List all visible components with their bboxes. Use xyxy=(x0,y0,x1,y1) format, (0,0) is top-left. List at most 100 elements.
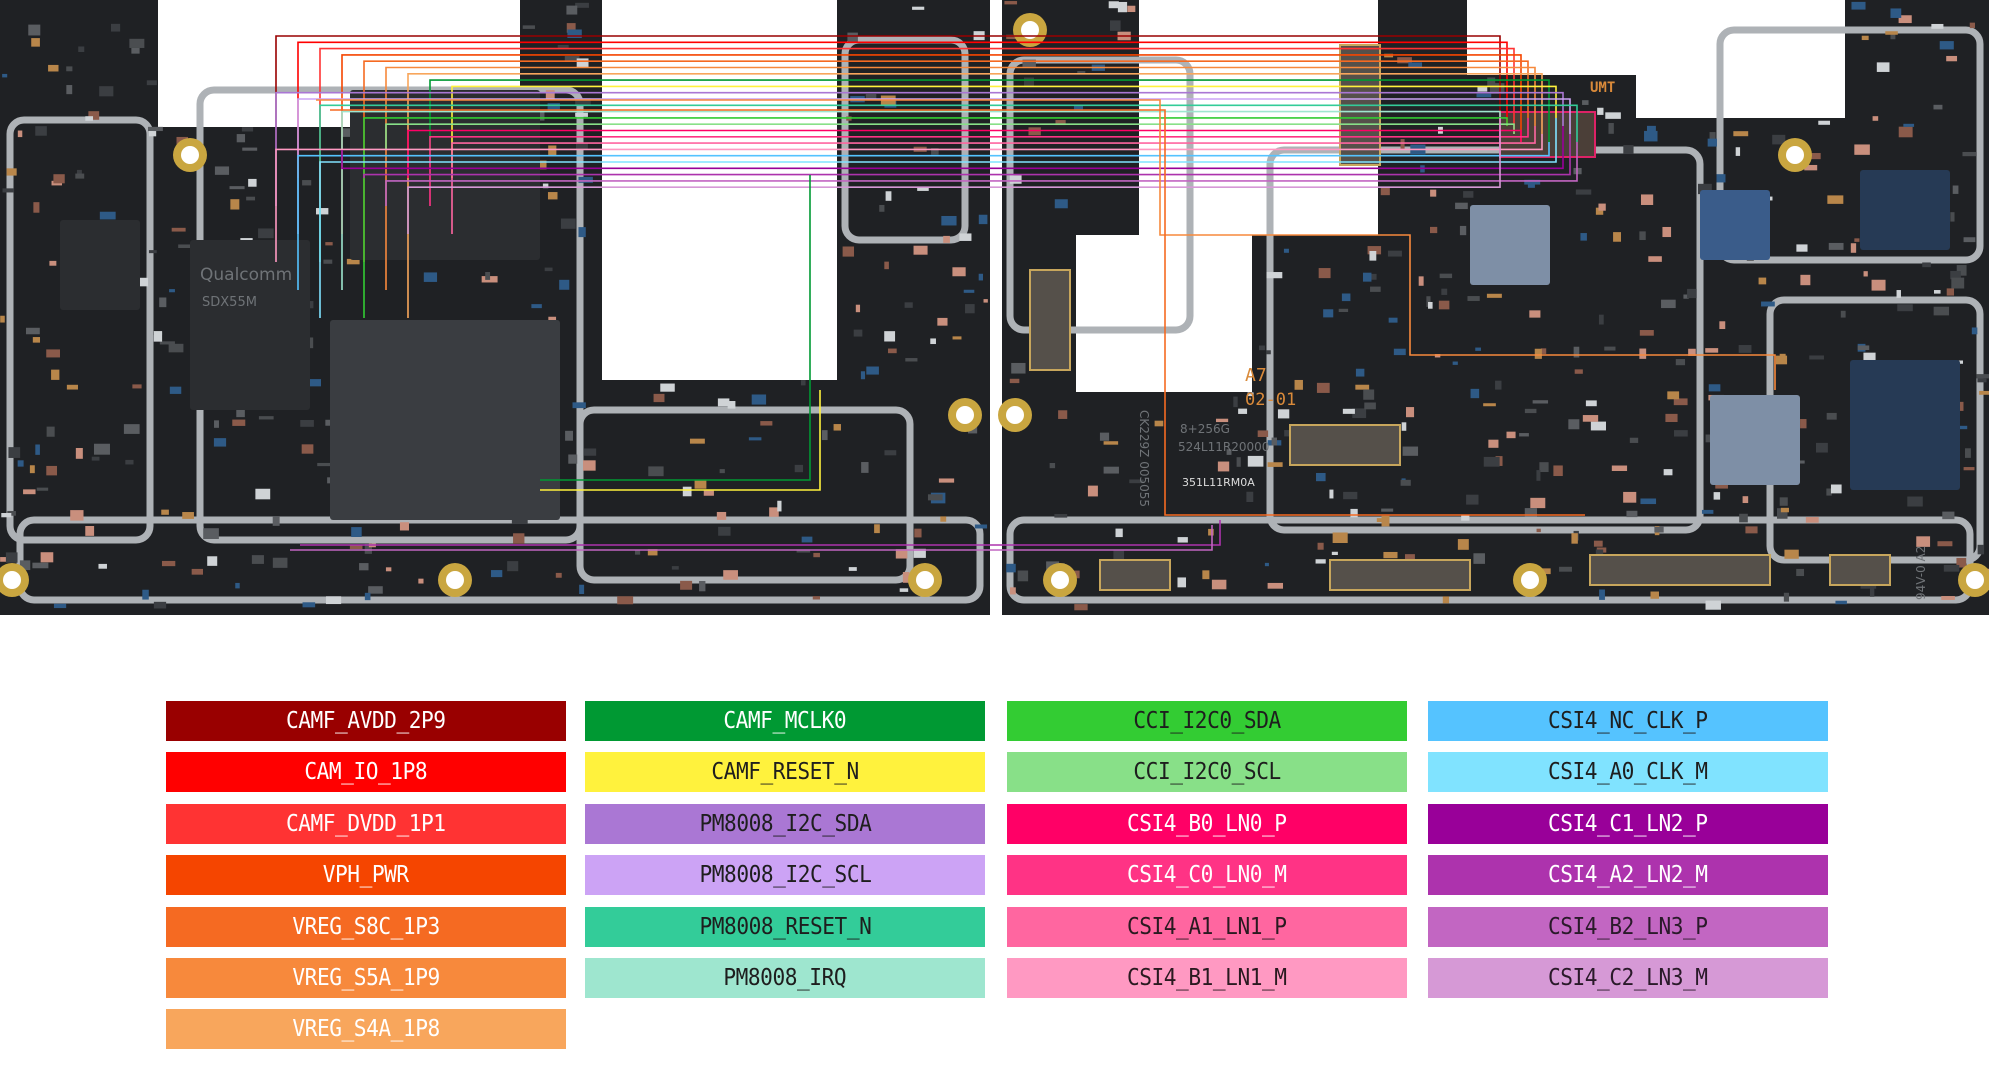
legend-item: CSI4_C2_LN3_M xyxy=(1428,958,1828,998)
smd-component xyxy=(940,516,947,522)
smd-component xyxy=(983,299,988,303)
smd-component xyxy=(1857,345,1870,351)
smd-component xyxy=(125,459,134,465)
smd-component xyxy=(801,536,813,543)
smd-component xyxy=(566,5,578,15)
smd-component xyxy=(1977,378,1987,383)
ic-chip xyxy=(60,220,140,310)
smd-component xyxy=(1593,540,1603,547)
smd-component xyxy=(214,420,219,428)
smd-component xyxy=(147,126,163,132)
smd-component xyxy=(1758,277,1767,285)
smd-component xyxy=(865,94,877,99)
smd-component xyxy=(1687,288,1697,299)
legend-item: CSI4_B2_LN3_P xyxy=(1428,906,1828,947)
smd-component xyxy=(1054,199,1068,209)
smd-component xyxy=(1524,508,1537,517)
legend-label: VPH_PWR xyxy=(323,862,409,889)
smd-component xyxy=(235,582,240,589)
silk-rev: A7 xyxy=(1245,365,1267,386)
smd-component xyxy=(255,488,271,500)
smd-component xyxy=(760,421,773,426)
smd-component xyxy=(316,208,329,215)
smd-component xyxy=(1506,431,1516,439)
smd-component xyxy=(575,112,588,117)
smd-component xyxy=(1977,544,1985,555)
smd-component xyxy=(153,331,163,342)
smd-component xyxy=(680,580,693,590)
smd-component xyxy=(1341,293,1351,302)
smd-component xyxy=(7,510,16,516)
smd-component xyxy=(169,386,182,394)
smd-component xyxy=(1476,93,1492,98)
silk-date: 02-01 xyxy=(1245,390,1296,410)
smd-component xyxy=(1022,59,1036,67)
smd-component xyxy=(1646,125,1656,135)
smd-component xyxy=(207,556,218,566)
smd-component xyxy=(1898,126,1913,138)
smd-component xyxy=(17,460,24,467)
legend-label: CSI4_A1_LN1_P xyxy=(1127,913,1287,940)
smd-component xyxy=(1438,300,1450,310)
smd-component xyxy=(682,486,692,497)
legend-item: VREG_S8C_1P3 xyxy=(166,906,566,947)
smd-component xyxy=(1654,526,1664,533)
smd-component xyxy=(545,90,555,100)
smd-component xyxy=(727,401,736,409)
smd-component xyxy=(575,2,589,8)
smd-component xyxy=(1650,591,1659,599)
signal-trace xyxy=(540,390,821,491)
smd-component xyxy=(547,192,558,200)
smd-component xyxy=(241,127,254,132)
legend-label: PM8008_RESET_N xyxy=(699,913,871,940)
signal-trace xyxy=(385,123,1515,150)
smd-component xyxy=(1329,489,1334,499)
smd-component xyxy=(1709,132,1716,143)
smd-component xyxy=(1486,293,1502,298)
smd-component xyxy=(1177,577,1187,588)
smd-component xyxy=(1933,104,1943,110)
smd-component xyxy=(941,215,957,226)
smd-component xyxy=(88,111,100,120)
smd-component xyxy=(325,596,342,605)
smd-component xyxy=(1851,1,1866,10)
smd-component xyxy=(1979,390,1989,395)
smd-component xyxy=(1370,286,1381,292)
smd-component xyxy=(1488,439,1499,448)
shield-frame xyxy=(1716,26,1984,264)
smd-component xyxy=(853,329,863,337)
smd-component xyxy=(1406,407,1415,418)
smd-component xyxy=(323,259,333,264)
smd-component xyxy=(1931,23,1944,29)
smd-component xyxy=(148,131,157,137)
smd-component xyxy=(1739,513,1748,523)
smd-component xyxy=(1663,469,1673,476)
smd-component xyxy=(1400,139,1405,150)
smd-component xyxy=(1397,57,1412,64)
smd-component xyxy=(800,380,806,386)
legend-item: CSI4_NC_CLK_P xyxy=(1428,701,1828,741)
smd-component xyxy=(1648,256,1662,262)
smd-component xyxy=(19,560,31,571)
smd-component xyxy=(1247,392,1254,397)
smd-component xyxy=(1429,226,1438,234)
smd-component xyxy=(1623,491,1637,503)
smd-component xyxy=(716,511,727,520)
smd-component xyxy=(1404,554,1415,563)
smd-component xyxy=(1539,462,1549,473)
legend-item: PM8008_RESET_N xyxy=(585,906,985,947)
mounting-hole-center xyxy=(916,571,934,589)
legend-item: CSI4_A0_CLK_M xyxy=(1428,752,1828,793)
smd-component xyxy=(1463,191,1474,198)
pcb-board-view: A7 02-01 UMT 351L11RM0A 524L11R20000 8+2… xyxy=(0,0,1989,615)
smd-component xyxy=(1674,430,1688,437)
legend-label: CSI4_C2_LN3_M xyxy=(1548,965,1708,991)
smd-component xyxy=(8,447,21,458)
smd-component xyxy=(1626,510,1638,518)
smd-component xyxy=(169,289,175,293)
shield-frame xyxy=(841,36,969,244)
smd-component xyxy=(1776,508,1788,519)
mounting-hole-center xyxy=(3,571,21,589)
smd-component xyxy=(1316,382,1330,393)
smd-component xyxy=(1800,419,1807,429)
